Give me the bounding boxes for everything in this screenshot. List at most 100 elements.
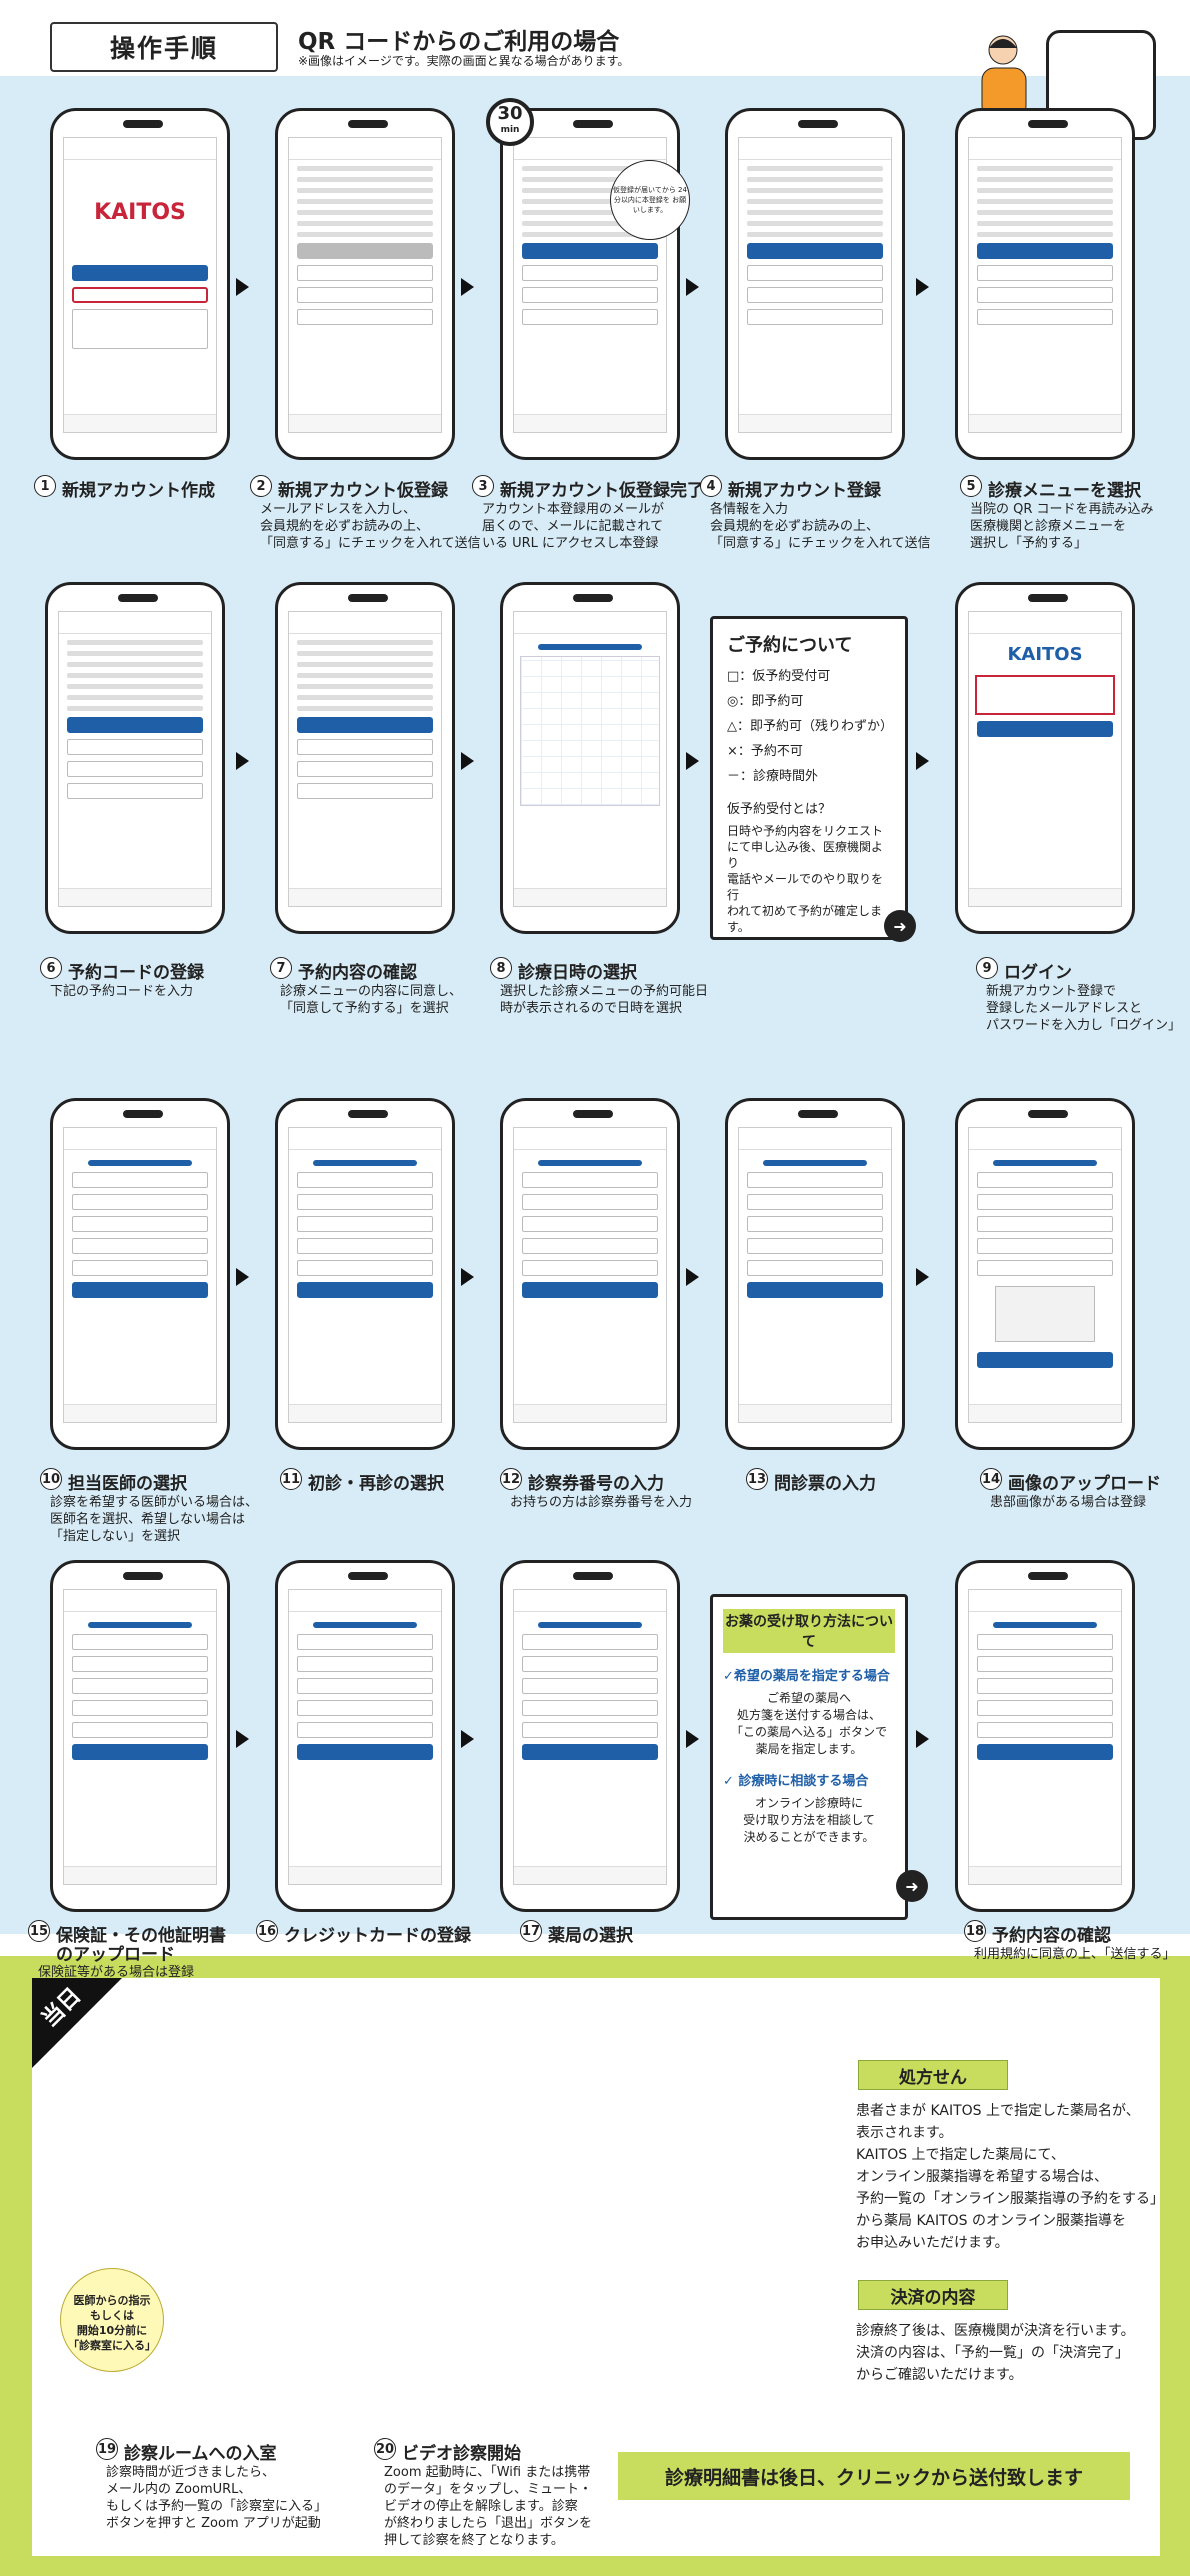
form-field[interactable] xyxy=(297,1260,433,1276)
list-item[interactable] xyxy=(977,309,1113,325)
action-button[interactable] xyxy=(522,243,658,259)
form-field[interactable] xyxy=(297,1700,433,1716)
form-field[interactable] xyxy=(747,1238,883,1254)
next-button[interactable] xyxy=(977,1352,1113,1368)
list-item[interactable] xyxy=(747,309,883,325)
form-field[interactable] xyxy=(977,1722,1113,1738)
next-button[interactable] xyxy=(747,1282,883,1298)
form-field[interactable] xyxy=(522,1634,658,1650)
action-button[interactable] xyxy=(747,243,883,259)
next-button[interactable] xyxy=(977,1744,1113,1760)
form-field[interactable] xyxy=(297,1194,433,1210)
form-field[interactable] xyxy=(72,1634,208,1650)
calendar-grid[interactable] xyxy=(520,656,660,806)
list-item[interactable] xyxy=(297,287,433,303)
list-item[interactable] xyxy=(522,287,658,303)
form-field[interactable] xyxy=(297,1634,433,1650)
camera-notch xyxy=(573,594,613,602)
form-field[interactable] xyxy=(72,1700,208,1716)
form-field[interactable] xyxy=(747,1260,883,1276)
form-field[interactable] xyxy=(72,1238,208,1254)
list-item[interactable] xyxy=(977,287,1113,303)
step-number: 13 xyxy=(746,1468,768,1490)
text-line xyxy=(67,695,203,700)
next-button[interactable] xyxy=(72,1744,208,1760)
step-bar xyxy=(313,1160,417,1166)
form-field[interactable] xyxy=(522,1216,658,1232)
text-line xyxy=(297,221,433,226)
list-item[interactable] xyxy=(67,783,203,799)
form-field[interactable] xyxy=(72,1194,208,1210)
form-field[interactable] xyxy=(977,1238,1113,1254)
form-field[interactable] xyxy=(747,1194,883,1210)
form-field[interactable] xyxy=(522,1260,658,1276)
list-item[interactable] xyxy=(297,309,433,325)
action-button[interactable] xyxy=(67,717,203,733)
list-item[interactable] xyxy=(522,309,658,325)
form-field[interactable] xyxy=(747,1172,883,1188)
action-button[interactable] xyxy=(977,243,1113,259)
next-button[interactable] xyxy=(72,1282,208,1298)
form-field[interactable] xyxy=(522,1656,658,1672)
form-field[interactable] xyxy=(977,1700,1113,1716)
form-field[interactable] xyxy=(297,1172,433,1188)
form-field[interactable] xyxy=(72,1172,208,1188)
list-item[interactable] xyxy=(747,287,883,303)
form-field[interactable] xyxy=(747,1216,883,1232)
next-button[interactable] xyxy=(297,1282,433,1298)
form-field[interactable] xyxy=(977,1194,1113,1210)
step-desc: 時が表示されるので日時を選択 xyxy=(500,1001,683,1016)
next-button[interactable] xyxy=(297,1744,433,1760)
phone-screen xyxy=(58,611,212,907)
form-field[interactable] xyxy=(297,1238,433,1254)
list-item[interactable] xyxy=(297,761,433,777)
form-field[interactable] xyxy=(72,1260,208,1276)
list-item[interactable] xyxy=(67,761,203,777)
step-desc: 医療機関と診療メニューを xyxy=(970,519,1127,534)
form-field[interactable] xyxy=(297,1656,433,1672)
form-field[interactable] xyxy=(522,1678,658,1694)
camera-notch xyxy=(573,1572,613,1580)
list-item[interactable] xyxy=(297,783,433,799)
form-field[interactable] xyxy=(72,1678,208,1694)
next-button[interactable] xyxy=(522,1282,658,1298)
form-field[interactable] xyxy=(977,1678,1113,1694)
list-item[interactable] xyxy=(297,265,433,281)
text-line xyxy=(522,177,658,182)
phone-screen xyxy=(63,1127,217,1423)
form-field[interactable] xyxy=(977,1656,1113,1672)
rx-text: 予約一覧の「オンライン服薬指導の予約をする」 xyxy=(856,2191,1164,2207)
form-field[interactable] xyxy=(977,1260,1113,1276)
list-item[interactable] xyxy=(67,739,203,755)
day-tag xyxy=(32,1978,122,2068)
form-field[interactable] xyxy=(72,1722,208,1738)
action-button[interactable] xyxy=(297,243,433,259)
form-field[interactable] xyxy=(977,1216,1113,1232)
form-field[interactable] xyxy=(297,1678,433,1694)
form-field[interactable] xyxy=(522,1700,658,1716)
list-item[interactable] xyxy=(297,739,433,755)
next-button[interactable] xyxy=(522,1744,658,1760)
action-button[interactable] xyxy=(297,717,433,733)
form-field[interactable] xyxy=(977,1172,1113,1188)
form-field[interactable] xyxy=(72,1216,208,1232)
form-field[interactable] xyxy=(522,1172,658,1188)
text-line xyxy=(747,221,883,226)
form-field[interactable] xyxy=(522,1722,658,1738)
login-form[interactable] xyxy=(975,675,1115,715)
form-field[interactable] xyxy=(297,1216,433,1232)
new-account-button[interactable] xyxy=(72,287,208,303)
camera-notch xyxy=(1028,594,1068,602)
text-line xyxy=(297,640,433,645)
form-field[interactable] xyxy=(522,1238,658,1254)
form-field[interactable] xyxy=(72,1656,208,1672)
form-field[interactable] xyxy=(297,1722,433,1738)
form-field[interactable] xyxy=(977,1634,1113,1650)
list-item[interactable] xyxy=(522,265,658,281)
login-button[interactable] xyxy=(72,265,208,281)
form-field[interactable] xyxy=(522,1194,658,1210)
upload-box[interactable] xyxy=(995,1286,1095,1342)
list-item[interactable] xyxy=(977,265,1113,281)
list-item[interactable] xyxy=(747,265,883,281)
login-button[interactable] xyxy=(977,721,1113,737)
